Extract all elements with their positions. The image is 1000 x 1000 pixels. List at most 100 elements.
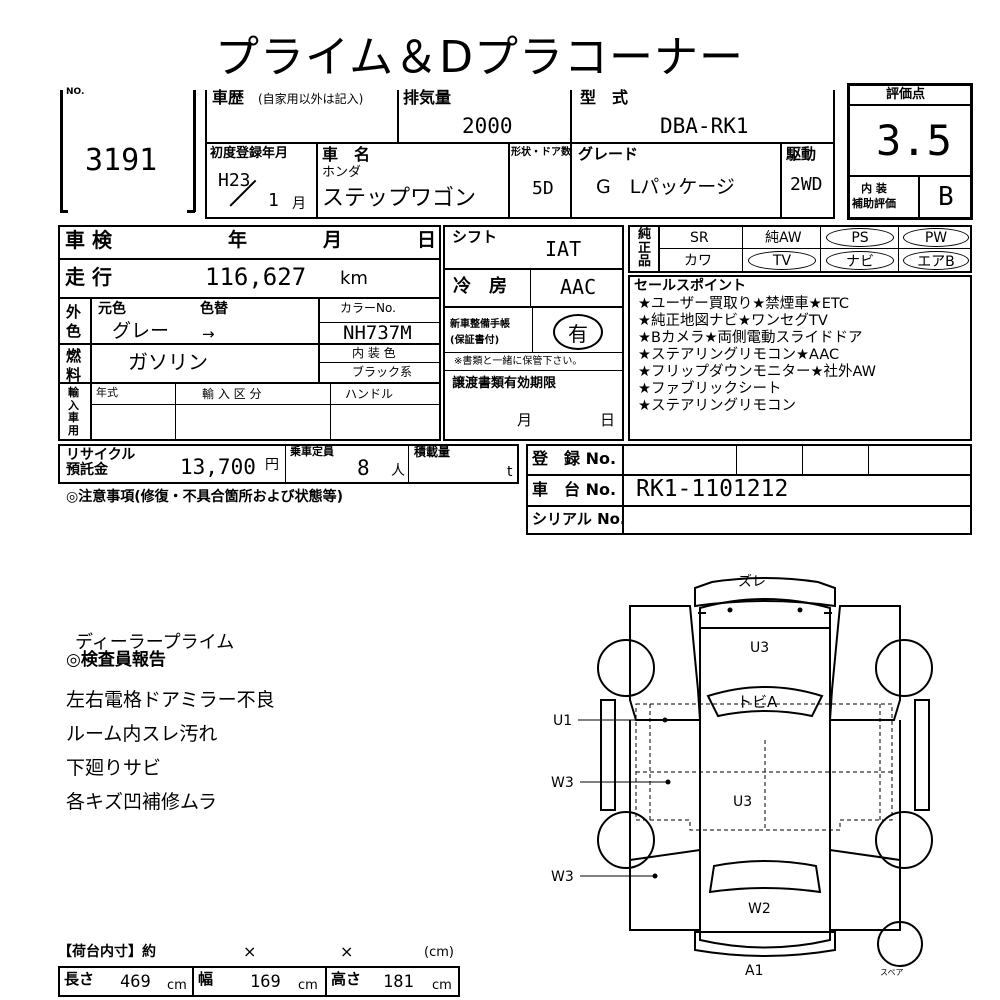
- diagram-label: W2: [748, 901, 771, 917]
- transfer-label: 譲渡書類有効期限: [452, 376, 557, 391]
- cargo-width-unit: cm: [298, 978, 318, 993]
- import-side-label: 輸 入 車 用: [68, 386, 79, 437]
- genuine-ps: PS: [826, 228, 894, 247]
- doors-value: 5D: [532, 178, 554, 199]
- sales-point: ★Bカメラ★両側電動スライドドア: [638, 330, 863, 346]
- inspection-label: 車 検: [65, 228, 112, 252]
- mileage-value: 116,627: [205, 263, 307, 291]
- roof-dashed: [635, 703, 893, 831]
- aircon-value: AAC: [560, 275, 597, 299]
- recycle-unit: 円: [265, 457, 279, 473]
- report-item: 左右電格ドアミラー不良: [66, 689, 275, 711]
- aircon-label: 冷 房: [453, 276, 507, 297]
- vehicle-detail-grid: [58, 225, 441, 441]
- interior-color-label: 内 装 色: [352, 346, 396, 360]
- diagram-label: U3: [733, 794, 752, 810]
- cargo-width: 169: [250, 972, 281, 992]
- grade-value: G Lパッケージ: [596, 176, 735, 198]
- maintenance-label: 新車整備手帳 (保証書付): [450, 319, 510, 346]
- diagram-label: W3: [551, 775, 574, 791]
- report-item: 下廻りサビ: [66, 757, 162, 779]
- drive-label: 駆動: [786, 145, 817, 163]
- load-label: 積載量: [414, 445, 451, 459]
- car-damage-diagram: ズレ U3 トビA U1 W3 U3 W3 W2 A1 スペア: [551, 574, 933, 979]
- right-rear-quarter: [829, 848, 901, 931]
- color-code-value: NH737M: [343, 322, 412, 344]
- shift-grid: [443, 225, 624, 441]
- shift-label: シフト: [452, 228, 498, 246]
- inspection-day: 日: [417, 229, 437, 251]
- chassis-value: RK1-1101212: [636, 476, 789, 502]
- car-body-outline: [699, 598, 831, 949]
- transfer-day: 日: [600, 411, 616, 429]
- sales-point: ★フリップダウンモニター★社外AW: [638, 364, 876, 380]
- inspection-year: 年: [228, 229, 248, 251]
- lot-no-label: NO.: [66, 87, 85, 97]
- capacity-unit: 人: [391, 463, 405, 479]
- import-year-label: 年式: [96, 386, 118, 399]
- caution-label: ◎注意事項(修復・不具合箇所および状態等): [66, 489, 344, 505]
- cargo-times-2: ×: [340, 942, 354, 961]
- genuine-aw: 純AW: [765, 230, 802, 246]
- car-maker: ホンダ: [322, 165, 362, 180]
- cargo-times-1: ×: [243, 942, 257, 961]
- registration-label: 登 録 No.: [532, 449, 617, 468]
- cargo-unit-paren: (cm): [424, 945, 454, 960]
- genuine-pw: PW: [903, 228, 969, 247]
- diagram-label: W3: [551, 869, 574, 885]
- score-value: 3.5: [876, 116, 952, 165]
- car-name-label: 車 名: [322, 145, 371, 164]
- cargo-length-unit: cm: [167, 978, 187, 993]
- displacement-label: 排気量: [403, 88, 452, 107]
- capacity-label: 乗車定員: [290, 445, 334, 458]
- diagram-label: U3: [750, 640, 769, 656]
- left-front-fender: [629, 605, 702, 721]
- cargo-length: 469: [120, 972, 151, 992]
- mileage-label: 走 行: [65, 265, 112, 289]
- rear-bumper: [694, 931, 836, 957]
- windshield: [706, 686, 824, 718]
- sales-point: ★ステアリングリモコン: [638, 398, 796, 414]
- sales-point: ★純正地図ナビ★ワンセグTV: [638, 313, 828, 329]
- registration-grid: [526, 444, 972, 535]
- first-reg-label: 初度登録年月: [210, 146, 289, 161]
- report-header: ◎検査員報告: [66, 650, 166, 670]
- cargo-grid: [58, 966, 460, 997]
- sales-point: ★ユーザー買取り★禁煙車★ETC: [638, 296, 849, 312]
- front-bumper: [694, 577, 836, 608]
- sales-point: ★ステアリングリモコン★AAC: [638, 347, 840, 363]
- recycle-value: 13,700: [180, 455, 256, 479]
- genuine-sr: SR: [690, 230, 709, 246]
- wheel-rear-right: [875, 811, 933, 869]
- score-box: [847, 83, 973, 220]
- history-label: 車歴: [212, 88, 245, 107]
- diagram-label: トビA: [737, 693, 778, 711]
- sales-points-list: ★ユーザー買取り★禁煙車★ETC ★純正地図ナビ★ワンセグTV ★Bカメラ★両側…: [638, 296, 876, 415]
- page-title: プライム＆Dプラコーナー: [215, 32, 744, 83]
- capacity-value: 8: [357, 456, 370, 480]
- rear-window: [708, 860, 822, 894]
- spare-tire-circle: [877, 921, 923, 967]
- score-label: 評価点: [886, 87, 926, 102]
- recycle-row: [58, 444, 519, 484]
- genuine-navi: ナビ: [826, 251, 894, 270]
- cargo-width-label: 幅: [198, 970, 214, 988]
- cargo-height-label: 高さ: [331, 970, 362, 988]
- history-note: (自家用以外は記入): [258, 92, 364, 106]
- diagram-label: ズレ: [738, 574, 766, 590]
- fuel-side-label: 燃 料: [66, 347, 82, 384]
- car-name-value: ステップワゴン: [322, 186, 477, 211]
- interior-score-value: B: [938, 182, 954, 212]
- color-change-label: 色替: [200, 301, 228, 317]
- maintenance-note: ※書類と一緒に保管下さい。: [454, 356, 583, 367]
- report-item: ルーム内スレ汚れ: [66, 723, 218, 745]
- doors-label: 形状・ドア数: [511, 147, 571, 158]
- lot-number: 3191: [85, 143, 158, 178]
- first-reg-year: H23: [218, 170, 251, 191]
- maintenance-value: 有: [568, 321, 588, 346]
- genuine-label: 純 正 品: [638, 227, 652, 270]
- cargo-height: 181: [383, 972, 414, 992]
- displacement-value: 2000: [462, 114, 513, 138]
- genuine-tv: TV: [748, 251, 816, 270]
- color-change-value: →: [202, 325, 215, 343]
